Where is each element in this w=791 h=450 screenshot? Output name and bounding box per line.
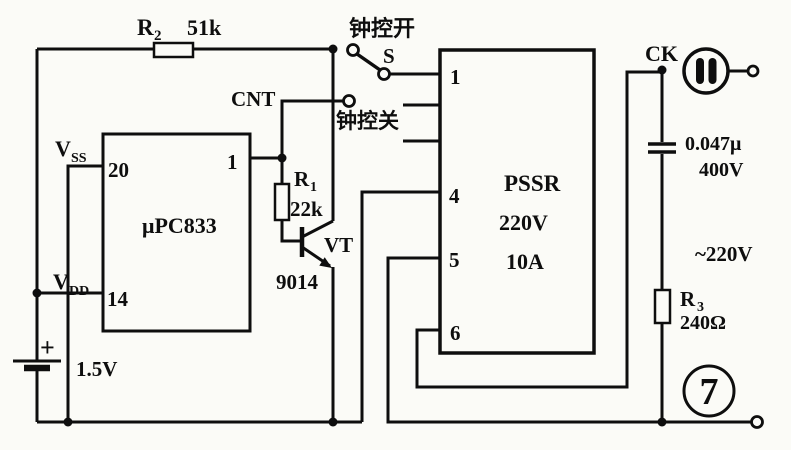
lamp-electrode-left — [696, 58, 704, 84]
figure-number-circle — [682, 364, 736, 418]
transistor-emitter-arrow — [319, 257, 332, 268]
capacitor-value-label: 0.047μ — [685, 133, 742, 155]
junction-dot — [32, 288, 42, 298]
cnt-wire — [280, 99, 343, 158]
lamp-output-terminal — [746, 64, 760, 78]
junction-dot — [277, 153, 287, 163]
junction-dot — [63, 417, 73, 427]
ic-pin-20-label: 20 — [108, 158, 129, 182]
wires — [35, 47, 751, 424]
pssr-pin4-wire — [360, 190, 440, 422]
vss-label: V — [55, 136, 71, 161]
ck-label: CK — [645, 41, 678, 66]
transistor-symbol — [299, 219, 334, 268]
lamp-electrode-right — [708, 58, 717, 84]
r2-body — [152, 41, 195, 59]
pssr-pin-1-label: 1 — [450, 65, 461, 89]
junction-dot — [328, 417, 338, 427]
clock-off-label: 钟控关 — [336, 109, 399, 133]
switch-arm — [356, 52, 381, 72]
pssr-current-label: 10A — [506, 249, 544, 274]
junction-dots — [32, 44, 667, 427]
r2-value-label: 51k — [187, 15, 222, 40]
clock-on-label: 钟控开 — [349, 16, 415, 41]
switch-label: S — [383, 44, 395, 68]
pssr-pin5-wire — [386, 256, 751, 424]
transistor-part-label: 9014 — [276, 270, 319, 294]
ic-pin-14-label: 14 — [107, 287, 129, 311]
r1-ref-label: R — [294, 167, 310, 191]
battery-value-label: 1.5V — [76, 357, 117, 381]
neon-lamp-icon — [682, 47, 730, 95]
pssr-pin-6-label: 6 — [450, 321, 461, 345]
ic-pin-1-label: 1 — [227, 150, 238, 174]
pssr-pin6-wire — [415, 70, 662, 389]
r3-body — [653, 288, 672, 325]
r3-value-label: 240Ω — [680, 312, 726, 334]
junction-dot — [657, 65, 667, 75]
pssr-name-label: PSSR — [504, 171, 561, 196]
transistor-collector-lead — [301, 219, 334, 239]
lamp-circle — [682, 47, 730, 95]
figure-number-badge: 7 — [682, 364, 736, 418]
vt-label: VT — [324, 233, 353, 257]
r3-ref-sub-label: 3 — [697, 300, 704, 315]
mains-label: ~220V — [695, 242, 753, 266]
junction-dot — [657, 417, 667, 427]
mains-output-terminal — [750, 415, 764, 429]
pssr-pin-4-label: 4 — [449, 184, 460, 208]
pssr-pin-5-label: 5 — [449, 248, 460, 272]
vss-sub-label: SS — [71, 151, 87, 166]
r2-ref-label: R — [137, 15, 154, 40]
pssr-voltage-label: 220V — [499, 210, 548, 235]
ic-part-label: μPC833 — [142, 213, 217, 238]
pssr-box — [438, 48, 596, 355]
cnt-label: CNT — [231, 87, 275, 111]
r3-ref-label: R — [680, 287, 696, 311]
figure-number-label: 7 — [700, 371, 719, 413]
r1-body — [273, 182, 291, 222]
capacitor-symbol — [648, 142, 676, 154]
switch-pole-terminal — [346, 43, 360, 57]
vss-wire — [66, 164, 103, 422]
r1-ref-sub-label: 1 — [310, 180, 317, 195]
capacitor-rating-label: 400V — [699, 159, 744, 181]
r1-value-label: 22k — [290, 197, 323, 221]
switch-throw-terminal — [377, 67, 391, 81]
vdd-sub-label: DD — [69, 284, 89, 299]
battery-symbol — [13, 359, 61, 372]
junction-dot — [328, 44, 338, 54]
battery-plus-label: + — [40, 333, 55, 362]
clock-off-terminal — [342, 94, 356, 108]
vdd-label: V — [53, 269, 69, 294]
ic-box — [101, 132, 252, 333]
r1-base-wire — [280, 220, 300, 243]
r2-ref-sub-label: 2 — [154, 28, 162, 44]
